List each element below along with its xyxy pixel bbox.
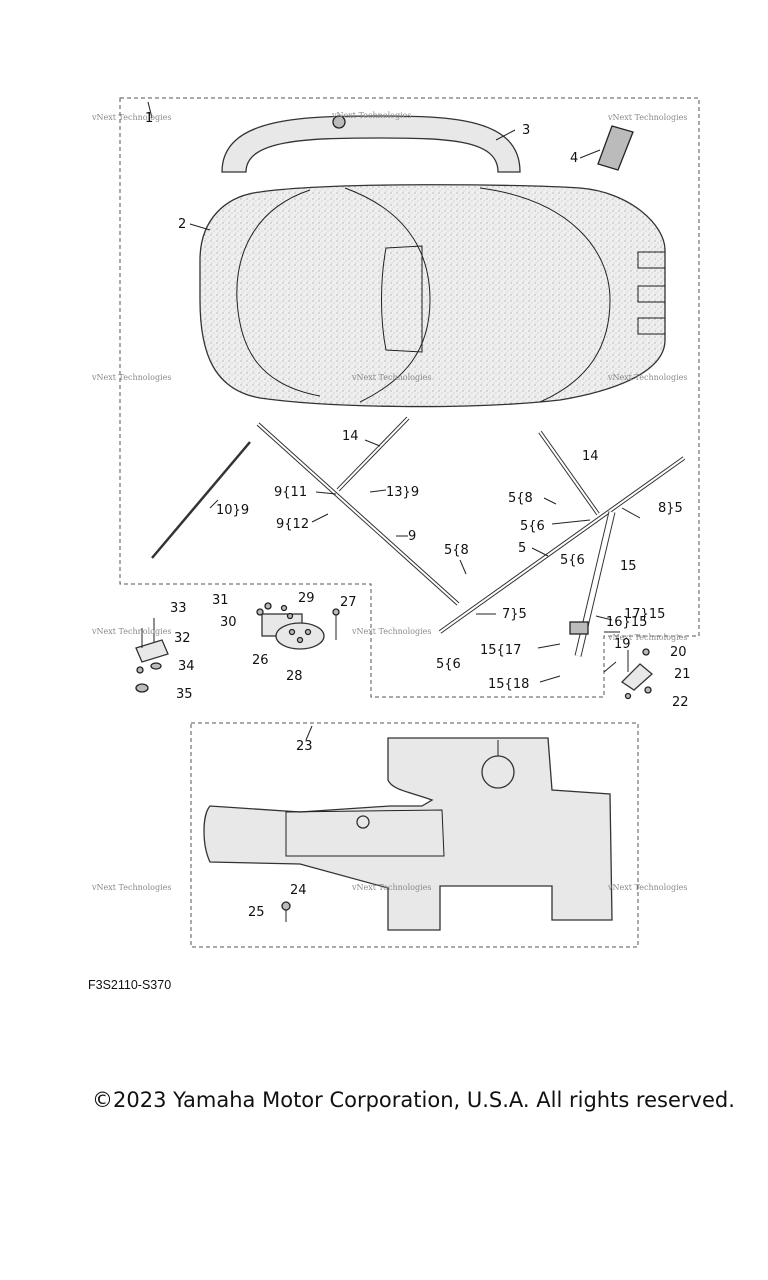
svg-text:vNext Technologies: vNext Technologies — [351, 883, 431, 892]
callout-28: 28 — [286, 669, 303, 684]
svg-text:vNext Technologies: vNext Technologies — [607, 113, 687, 122]
callout-15-17: 15{17 — [480, 643, 521, 658]
svg-text:vNext Technologies: vNext Technologies — [91, 373, 171, 382]
svg-text:vNext Technologies: vNext Technologies — [91, 627, 171, 636]
callout-16-15: 16}15 — [606, 615, 647, 630]
callout-29: 29 — [298, 591, 315, 606]
copyright-notice: ©2023 Yamaha Motor Corporation, U.S.A. A… — [92, 1088, 735, 1112]
emblem-icon — [332, 115, 346, 129]
callout-30: 30 — [220, 615, 237, 630]
svg-text:vNext Technologies: vNext Technologies — [91, 883, 171, 892]
svg-text:vNext Technologies: vNext Technologies — [351, 373, 431, 382]
callout-17-15: 17}15 — [624, 607, 665, 622]
callout-31: 31 — [212, 593, 229, 608]
callout-5: 5 — [518, 541, 526, 556]
bracket-19 — [620, 663, 653, 691]
svg-text:vNext Technologies: vNext Technologies — [331, 111, 411, 120]
group-boundary-main — [119, 97, 700, 698]
svg-text:vNext Technologies: vNext Technologies — [91, 113, 171, 122]
callout-20: 20 — [670, 645, 687, 660]
callout-25: 25 — [248, 905, 265, 920]
callout-9-11: 9{11 — [274, 485, 307, 500]
cover-part — [199, 184, 666, 408]
watermarks: vNext Technologies vNext Technologies vN… — [91, 111, 687, 892]
diagram-code: F3S2110-S370 — [88, 978, 172, 992]
callout-2: 2 — [178, 217, 186, 232]
callout-5-6-b: 5{6 — [560, 553, 585, 568]
callout-1: 1 — [145, 111, 153, 126]
grab-handle-part — [221, 115, 521, 173]
callout-5-6-a: 5{6 — [520, 519, 545, 534]
callout-35: 35 — [176, 687, 193, 702]
callout-4: 4 — [570, 151, 578, 166]
mount-base-26 — [275, 622, 325, 650]
callout-5-6-c: 5{6 — [436, 657, 461, 672]
svg-text:vNext Technologies: vNext Technologies — [607, 373, 687, 382]
callout-26: 26 — [252, 653, 269, 668]
floor-mat-23 — [203, 737, 613, 931]
callout-27: 27 — [340, 595, 357, 610]
callout-5-8-b: 5{8 — [508, 491, 533, 506]
callout-13-9: 13}9 — [386, 485, 419, 500]
label-sticker-part — [597, 125, 634, 171]
callout-34: 34 — [178, 659, 195, 674]
leader-lines — [147, 101, 641, 741]
callout-9: 9 — [408, 529, 416, 544]
callout-21: 21 — [674, 667, 691, 682]
callout-14-right: 14 — [582, 449, 599, 464]
callout-24: 24 — [290, 883, 307, 898]
callout-8-5: 8}5 — [658, 501, 683, 516]
callout-19: 19 — [614, 637, 631, 652]
svg-text:vNext Technologies: vNext Technologies — [607, 883, 687, 892]
svg-text:vNext Technologies: vNext Technologies — [351, 627, 431, 636]
callout-15-18: 15{18 — [488, 677, 529, 692]
sleeve-16 — [569, 621, 589, 635]
svg-text:vNext Technologies: vNext Technologies — [607, 633, 687, 642]
callout-14-left: 14 — [342, 429, 359, 444]
callout-23: 23 — [296, 739, 313, 754]
callout-22: 22 — [672, 695, 689, 710]
callout-10-9: 10}9 — [216, 503, 249, 518]
callout-3: 3 — [522, 123, 530, 138]
parts-diagram: vNext Technologies vNext Technologies vN… — [91, 97, 700, 948]
callout-5-8-a: 5{8 — [444, 543, 469, 558]
callout-32: 32 — [174, 631, 191, 646]
callout-9-12: 9{12 — [276, 517, 309, 532]
callout-labels: 1 2 3 4 10}9 14 14 9{11 13}9 9{12 9 5{8 … — [145, 111, 691, 920]
callout-15: 15 — [620, 559, 637, 574]
callout-7-5: 7}5 — [502, 607, 527, 622]
callout-33: 33 — [170, 601, 187, 616]
bracket-32 — [135, 639, 169, 663]
pole-10 — [151, 441, 251, 559]
